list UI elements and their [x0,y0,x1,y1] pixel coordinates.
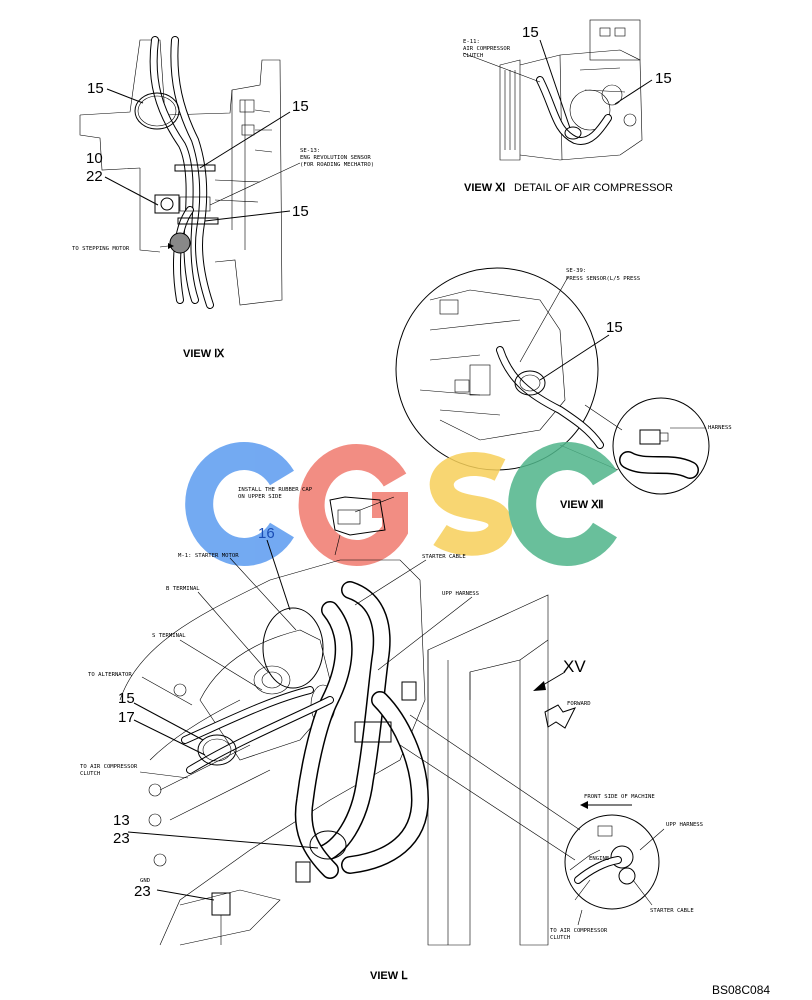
detail-note-starter-cable: STARTER CABLE [650,908,694,914]
detail-note-air-comp-2: CLUTCH [550,935,570,941]
note-gnd: GND [140,878,151,884]
note-se13: SE-13: [300,148,320,154]
note-starter-cable: STARTER CABLE [422,554,466,560]
detail-note-air-comp-1: TO AIR COMPRESSOR [550,928,608,934]
detail-note-upp-harness: UPP HARNESS [666,822,703,828]
note-e11: E-11: [463,39,480,45]
watermark [185,442,617,566]
callout-23-b: 23 [134,883,151,900]
callout-15-c: 15 [292,203,309,220]
detail-note-engine: ENGINE [589,856,610,862]
note-rubber-cap-1: INSTALL THE RUBBER CAP [238,487,313,493]
view-xiii-drawing [119,496,665,946]
note-b-terminal: B TERMINAL [166,586,200,592]
note-to-alternator: TO ALTERNATOR [88,672,132,678]
view-xi-drawing [462,19,653,161]
callout-10: 10 [86,150,103,167]
note-s-terminal: S TERMINAL [152,633,186,639]
view-ix-title: VIEW Ⅸ [183,348,225,360]
note-se39: SE-39: [566,268,586,274]
view-xiii-callouts: 16 15 17 13 23 23 XV INSTALL THE RUBBER … [80,487,703,982]
note-to-air-comp-1: TO AIR COMPRESSOR [80,764,138,770]
detail-note-front-side: FRONT SIDE OF MACHINE [584,794,655,800]
watermark-c1 [185,442,294,566]
view-xiii-title: VIEW Ⅼ [370,970,408,982]
note-starter-motor: M-1: STARTER MOTOR [178,553,239,559]
note-roading: (FOR ROADING MECHATRO) [300,162,374,168]
figure-id: BS08C084 [712,983,770,997]
view-xii-title: VIEW Ⅻ [560,499,604,511]
callout-15-b: 15 [292,98,309,115]
watermark-g [298,444,408,566]
note-harness: HARNESS [708,425,732,431]
note-rubber-cap-2: ON UPPER SIDE [238,494,282,500]
view-xi-title: VIEW Ⅺ [464,182,505,194]
callout-13: 13 [113,812,130,829]
view-ix-drawing [79,36,301,309]
view-xi-subtitle: DETAIL OF AIR COMPRESSOR [514,182,673,194]
watermark-c2 [508,442,617,566]
note-press-sensor: PRESS SENSOR(L/5 PRESS [566,276,640,282]
view-xv-label: XV [563,657,586,676]
note-upp-harness: UPP HARNESS [442,591,479,597]
note-to-air-comp-2: CLUTCH [80,771,100,777]
view-xi-callouts: 15 15 E-11: AIR COMPRESSOR CLUTCH VIEW Ⅺ… [463,24,673,194]
note-clutch: CLUTCH [463,53,483,59]
watermark-s [429,452,513,556]
note-forward: FORWARD [567,701,591,707]
callout-17: 17 [118,709,135,726]
callout-22: 22 [86,168,103,185]
note-air-compressor: AIR COMPRESSOR [463,46,511,52]
view-xii-callouts: 15 SE-39: PRESS SENSOR(L/5 PRESS HARNESS… [560,268,732,511]
callout-15-xi-a: 15 [522,24,539,41]
view-ix-callouts: 15 15 10 22 15 SE-13: ENG REVOLUTION SEN… [72,80,374,360]
note-stepping-motor: TO STEPPING MOTOR [72,246,130,252]
callout-15-xi-b: 15 [655,70,672,87]
callout-16: 16 [258,525,275,542]
note-eng-rev-sensor: ENG REVOLUTION SENSOR [300,155,371,161]
callout-23-a: 23 [113,830,130,847]
callout-15-xii: 15 [606,319,623,336]
callout-15-a: 15 [87,80,104,97]
callout-15-xiii: 15 [118,690,135,707]
